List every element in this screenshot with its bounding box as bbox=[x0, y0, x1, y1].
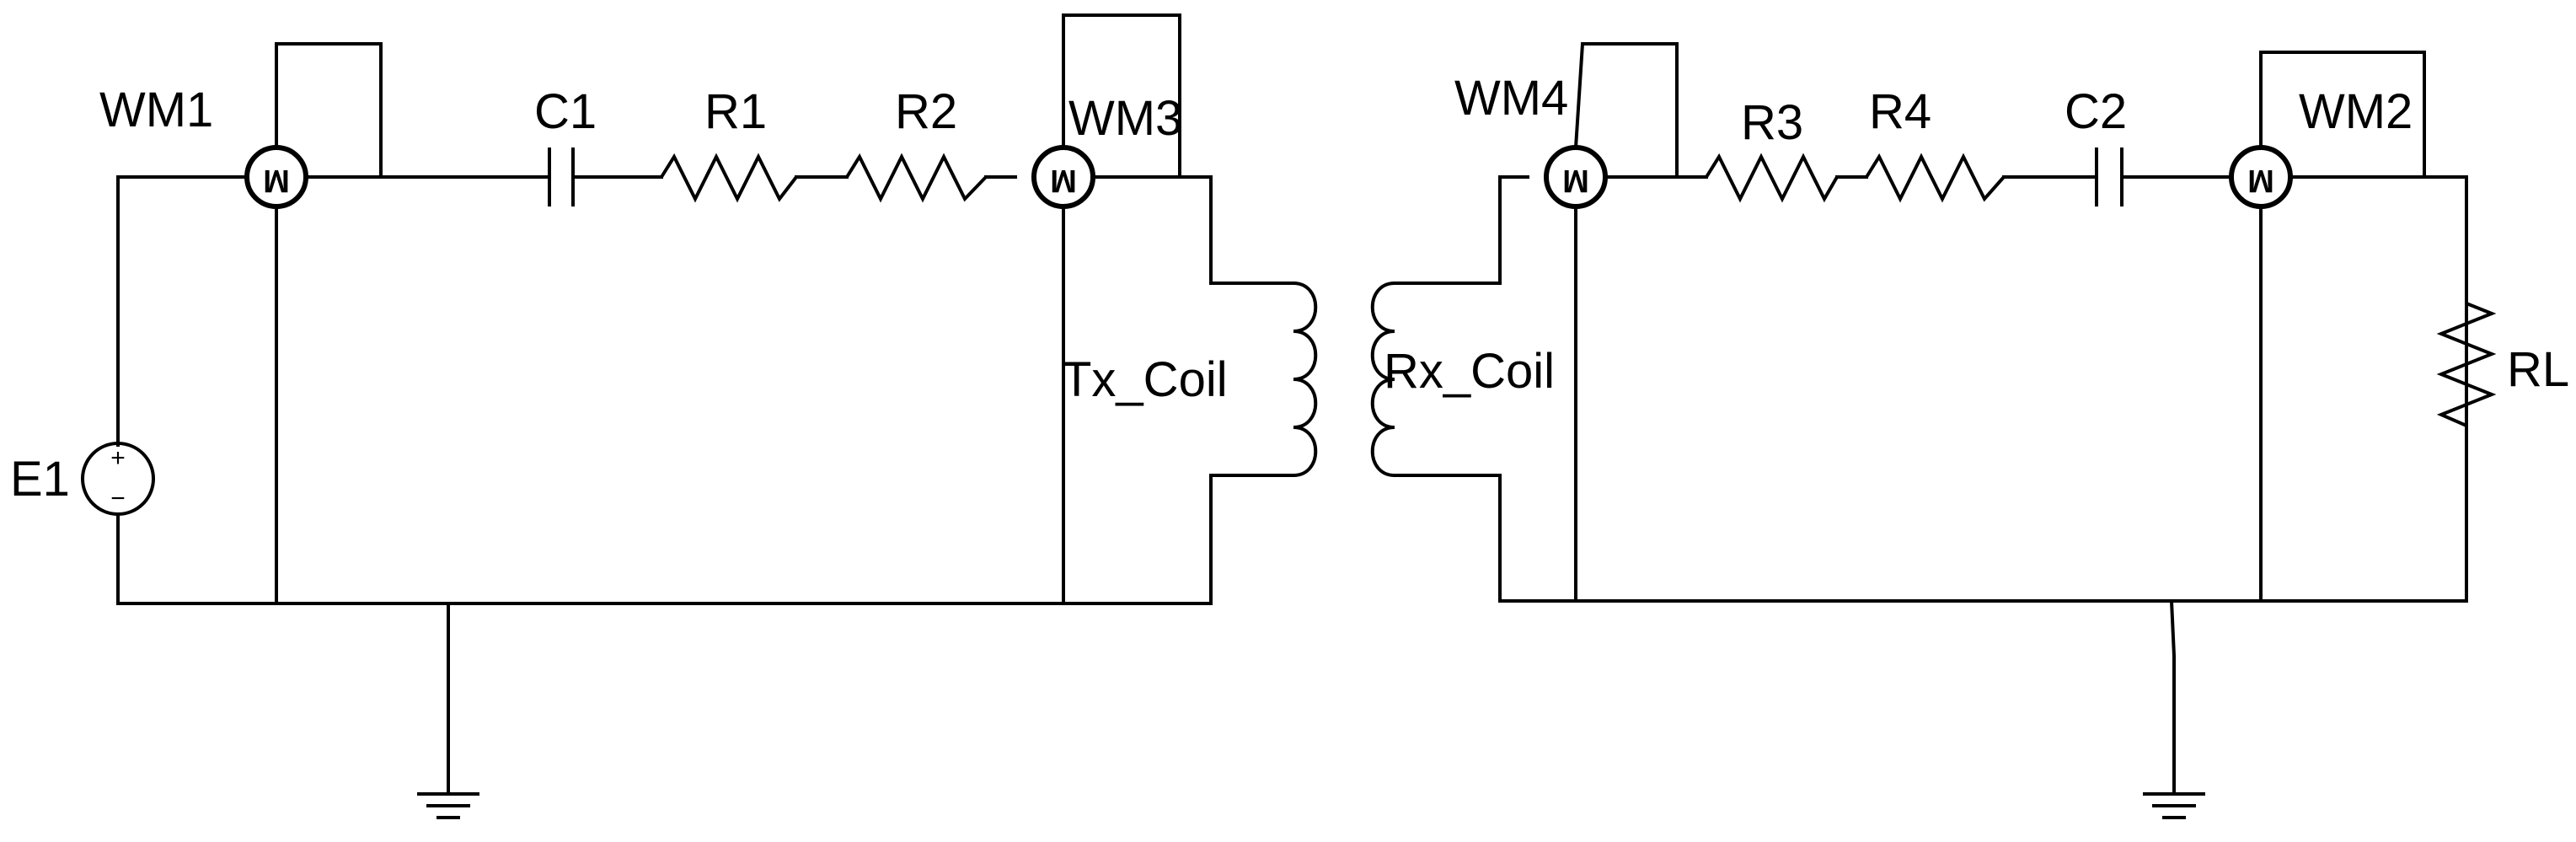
wire-tx-ground-bus bbox=[116, 475, 1213, 605]
label-wm4: WM4 bbox=[1454, 71, 1568, 126]
voltage-source-e1: + − bbox=[81, 442, 155, 516]
ground-symbol-rx bbox=[2143, 792, 2205, 819]
label-e1: E1 bbox=[10, 452, 70, 507]
wire-wm3-to-coil bbox=[1091, 175, 1213, 285]
label-tx-coil: Tx_Coil bbox=[1062, 352, 1228, 407]
inductor-tx-coil bbox=[1209, 282, 1318, 478]
wire-wm3-loop bbox=[1062, 13, 1181, 179]
resistor-rl bbox=[2436, 302, 2497, 427]
label-wm2: WM2 bbox=[2299, 84, 2413, 139]
wattmeter-wm4: M bbox=[1544, 145, 1608, 209]
wm1-glyph: M bbox=[263, 163, 290, 198]
receiver-circuit bbox=[1498, 42, 2468, 794]
wire-wm1-loop bbox=[275, 42, 383, 179]
wire-wm2-loop bbox=[2259, 51, 2426, 179]
label-c2: C2 bbox=[2065, 84, 2127, 139]
wire-rx-ground-stub bbox=[2169, 598, 2176, 794]
resistor-r4 bbox=[1865, 153, 2006, 203]
ground-symbol-tx bbox=[417, 792, 479, 819]
resistor-r3 bbox=[1705, 153, 1839, 203]
wattmeter-wm1: M bbox=[244, 145, 308, 209]
label-r4: R4 bbox=[1869, 84, 1931, 139]
capacitor-c2 bbox=[2095, 147, 2123, 206]
capacitor-c1 bbox=[548, 147, 575, 206]
label-rl: RL bbox=[2507, 342, 2569, 397]
resistor-r2 bbox=[845, 153, 988, 203]
label-wm3: WM3 bbox=[1068, 91, 1182, 146]
transmitter-circuit bbox=[116, 13, 1213, 794]
wm2-glyph: M bbox=[2247, 163, 2274, 198]
source-plus-sign: + bbox=[110, 444, 126, 472]
wire-rx-ground-bus bbox=[1498, 175, 2468, 603]
resistor-r1 bbox=[660, 153, 798, 203]
wire-wm4-loop bbox=[1573, 42, 1679, 179]
label-c1: C1 bbox=[534, 84, 597, 139]
wattmeter-wm2: M bbox=[2229, 145, 2293, 209]
label-r2: R2 bbox=[895, 84, 957, 139]
label-r3: R3 bbox=[1741, 95, 1803, 150]
label-rx-coil: Rx_Coil bbox=[1384, 344, 1555, 399]
wm4-glyph: M bbox=[1562, 163, 1589, 198]
inductor-rx-coil bbox=[1370, 175, 1529, 603]
wm3-glyph: M bbox=[1050, 163, 1077, 198]
label-r1: R1 bbox=[704, 84, 767, 139]
wire-left-vertical bbox=[116, 175, 250, 605]
source-minus-sign: − bbox=[110, 485, 126, 512]
label-wm1: WM1 bbox=[99, 83, 213, 137]
wattmeter-wm3: M bbox=[1031, 145, 1095, 209]
